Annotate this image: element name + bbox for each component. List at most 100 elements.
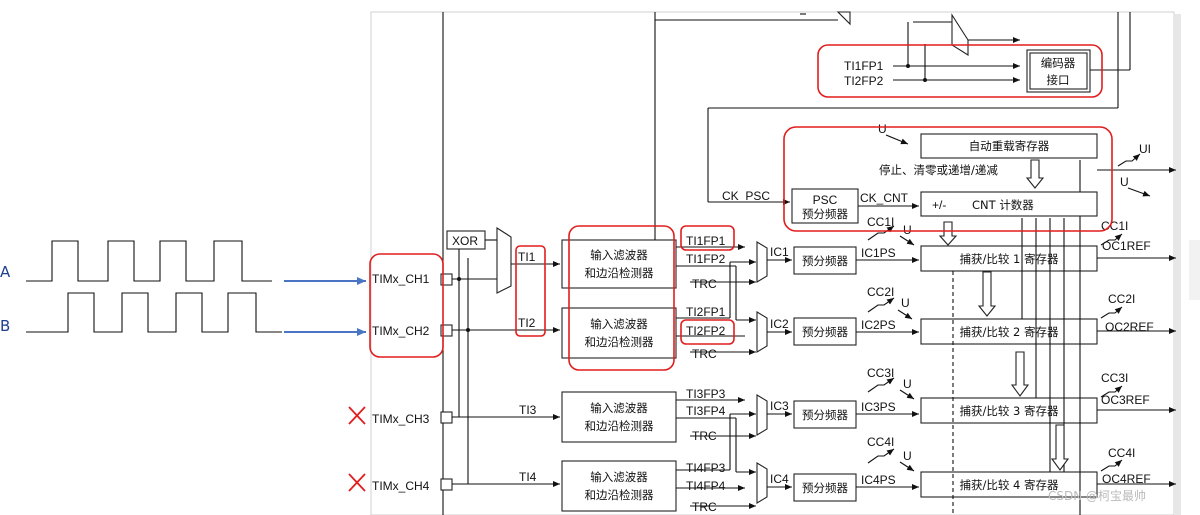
unused-ch3-x-icon bbox=[348, 406, 366, 425]
ic4ps-label: IC4PS bbox=[861, 473, 896, 487]
cnt-pm: +/- bbox=[932, 198, 946, 212]
u-label-cnt: U bbox=[1120, 175, 1129, 189]
ti3-label: TI3 bbox=[519, 403, 537, 417]
cc2i-label: CC2I bbox=[867, 285, 894, 299]
psc-title: PSC bbox=[813, 193, 838, 207]
cnt-label: CNT 计数器 bbox=[972, 198, 1034, 212]
capture-compare-reg-1-label: 捕获/比较 1 寄存器 bbox=[959, 252, 1059, 266]
ic1-label: IC1 bbox=[770, 245, 789, 259]
capture-compare-reg-2-label: 捕获/比较 2 寄存器 bbox=[959, 325, 1059, 339]
wave-label-a: A bbox=[0, 263, 11, 281]
capture-compare-reg-2: 捕获/比较 2 寄存器 bbox=[920, 318, 1098, 345]
trc-label-1: TRC bbox=[692, 277, 717, 291]
ck-psc-label: CK_PSC bbox=[722, 189, 770, 203]
filter-ch2-line1: 输入滤波器 bbox=[590, 317, 648, 331]
trc-label-2: TRC bbox=[692, 347, 717, 361]
capture-compare-reg-3: 捕获/比较 3 寄存器 bbox=[920, 397, 1098, 424]
pin-ch1-label: TIMx_CH1 bbox=[372, 272, 430, 286]
pin-ch3-pad bbox=[440, 411, 453, 424]
psc-sub: 预分频器 bbox=[802, 207, 848, 221]
oc3ref-label: OC3REF bbox=[1101, 393, 1150, 407]
capture-compare-reg-1: 捕获/比较 1 寄存器 bbox=[920, 245, 1098, 272]
ic4-mux bbox=[756, 462, 768, 504]
highlight-counter bbox=[783, 126, 1113, 232]
arr-label: 自动重载寄存器 bbox=[969, 139, 1050, 153]
highlight-encoder bbox=[817, 44, 1103, 98]
hollow-arrows bbox=[938, 159, 1070, 471]
filter-ch3-line1: 输入滤波器 bbox=[590, 401, 648, 415]
filter-ch2: 输入滤波器 和边沿检测器 bbox=[561, 307, 677, 359]
ic3ps-label: IC3PS bbox=[861, 400, 896, 414]
trc-label-4: TRC bbox=[692, 500, 717, 514]
prescaler-ch4: 预分频器 bbox=[793, 473, 857, 502]
ti4fp3-label: TI4FP3 bbox=[686, 461, 726, 475]
trc-label-3: TRC bbox=[692, 429, 717, 443]
waveform-a bbox=[26, 240, 272, 282]
ck-cnt-label: CK_CNT bbox=[860, 191, 909, 205]
ti1fp2-label: TI1FP2 bbox=[686, 252, 726, 266]
prescaler-ch4-label: 预分频器 bbox=[802, 481, 848, 495]
cc4i-label: CC4I bbox=[867, 435, 894, 449]
ti3fp4-label: TI3FP4 bbox=[686, 404, 726, 418]
counter-control-note: 停止、清零或递增/递减 bbox=[879, 163, 998, 177]
ic3-mux bbox=[756, 394, 768, 436]
pin-ch3-label: TIMx_CH3 bbox=[372, 412, 430, 426]
highlight-ti bbox=[515, 245, 546, 337]
highlight-ti2fp2 bbox=[680, 319, 735, 345]
ti3fp3-label: TI3FP3 bbox=[686, 387, 726, 401]
oc1ref-label: OC1REF bbox=[1102, 239, 1151, 253]
cc1i-label: CC1I bbox=[867, 215, 894, 229]
filter-ch4-line2: 和边沿检测器 bbox=[585, 488, 654, 502]
capture-compare-reg-4-label: 捕获/比较 4 寄存器 bbox=[959, 478, 1059, 492]
highlight-ti1fp1 bbox=[680, 225, 735, 251]
cc3i-label: CC3I bbox=[867, 366, 894, 380]
wave-label-b: B bbox=[0, 317, 10, 335]
xor-mux bbox=[496, 226, 512, 294]
unused-ch4-x-icon bbox=[348, 473, 366, 492]
u-label-2: U bbox=[901, 296, 910, 310]
ic4-label: IC4 bbox=[770, 472, 789, 486]
cc2i-out-label: CC2I bbox=[1108, 292, 1135, 306]
highlight-filters bbox=[568, 225, 675, 371]
ti4fp4-label: TI4FP4 bbox=[686, 479, 726, 493]
ic2-label: IC2 bbox=[770, 317, 789, 331]
encoder-interface-box: 编码器 接口 bbox=[1026, 49, 1091, 93]
pin-ch2-label: TIMx_CH2 bbox=[372, 324, 430, 338]
watermark: CSDN @柯宝最帅 bbox=[1048, 489, 1146, 503]
filter-ch3-line2: 和边沿检测器 bbox=[585, 419, 654, 433]
waveform-b bbox=[26, 292, 282, 333]
ic2ps-label: IC2PS bbox=[861, 318, 896, 332]
prescaler-ch3-label: 预分频器 bbox=[802, 408, 848, 422]
u-label-4: U bbox=[903, 449, 912, 463]
ti2fp1-label: TI2FP1 bbox=[686, 305, 726, 319]
oc4ref-label: OC4REF bbox=[1102, 472, 1151, 486]
cc4i-out-label: CC4I bbox=[1108, 446, 1135, 460]
capture-compare-reg-3-label: 捕获/比较 3 寄存器 bbox=[959, 404, 1059, 418]
cc1i-out-label: CC1I bbox=[1101, 219, 1128, 233]
encoder-label-2: 接口 bbox=[1047, 73, 1070, 87]
filter-ch3: 输入滤波器 和边沿检测器 bbox=[561, 391, 677, 443]
filter-ch1: 输入滤波器 和边沿检测器 bbox=[561, 239, 677, 289]
pin-ch4-label: TIMx_CH4 bbox=[372, 479, 430, 493]
filter-ch4: 输入滤波器 和边沿检测器 bbox=[561, 460, 677, 512]
ic1-mux bbox=[756, 241, 768, 283]
ti1-label: TI1 bbox=[518, 250, 536, 264]
filter-ch1-line2: 和边沿检测器 bbox=[585, 266, 654, 280]
ti4-label: TI4 bbox=[519, 470, 537, 484]
highlight-pins bbox=[369, 253, 444, 358]
ti2-label: TI2 bbox=[518, 316, 536, 330]
encoder-in-ti1fp1: TI1FP1 bbox=[844, 59, 884, 73]
ic3-label: IC3 bbox=[770, 399, 789, 413]
ti1fp1-label: TI1FP1 bbox=[686, 234, 726, 248]
arr-register: 自动重载寄存器 bbox=[920, 133, 1098, 159]
prescaler-ch2: 预分频器 bbox=[793, 317, 857, 346]
u-label-3: U bbox=[903, 377, 912, 391]
ic1ps-label: IC1PS bbox=[861, 246, 896, 260]
psc-box: PSC 预分频器 bbox=[791, 188, 859, 224]
capture-compare-reg-4: 捕获/比较 4 寄存器 bbox=[920, 471, 1098, 498]
xor-label: XOR bbox=[452, 234, 478, 248]
prescaler-ch3: 预分频器 bbox=[793, 400, 857, 429]
pin-ch4-pad bbox=[440, 478, 453, 491]
u-label-1: U bbox=[903, 223, 912, 237]
